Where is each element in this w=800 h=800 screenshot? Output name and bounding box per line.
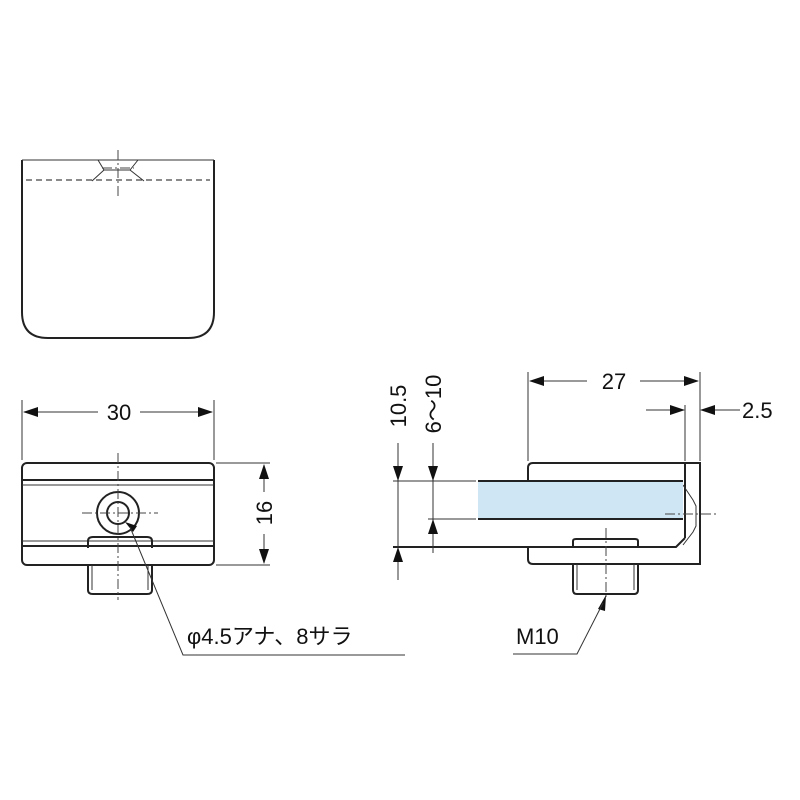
thread-callout: M10: [513, 595, 606, 655]
dimension-depth: 27: [527, 369, 701, 461]
front-view: [21, 453, 215, 600]
dimension-height: 16: [216, 462, 277, 566]
dimension-lip-label: 2.5: [742, 398, 773, 423]
dimension-lip: 2.5: [646, 398, 773, 461]
dimension-width-label: 30: [107, 400, 131, 425]
dimension-glass-thickness: 6～10: [421, 375, 446, 553]
dimension-depth-label: 27: [602, 369, 626, 394]
dimension-total-height-label: 10.5: [386, 385, 411, 428]
dimension-height-label: 16: [252, 501, 277, 525]
side-view: [393, 462, 716, 600]
hole-callout-label: φ4.5アナ、8サラ: [187, 624, 353, 649]
glass-panel: [478, 481, 683, 519]
dimension-glass-thickness-label: 6～10: [421, 375, 446, 434]
dimension-width: 30: [21, 400, 215, 460]
dimension-total-height: 10.5: [386, 385, 476, 580]
hole-callout: φ4.5アナ、8サラ: [125, 522, 405, 656]
thread-callout-label: M10: [516, 624, 559, 649]
top-view: [21, 150, 215, 339]
